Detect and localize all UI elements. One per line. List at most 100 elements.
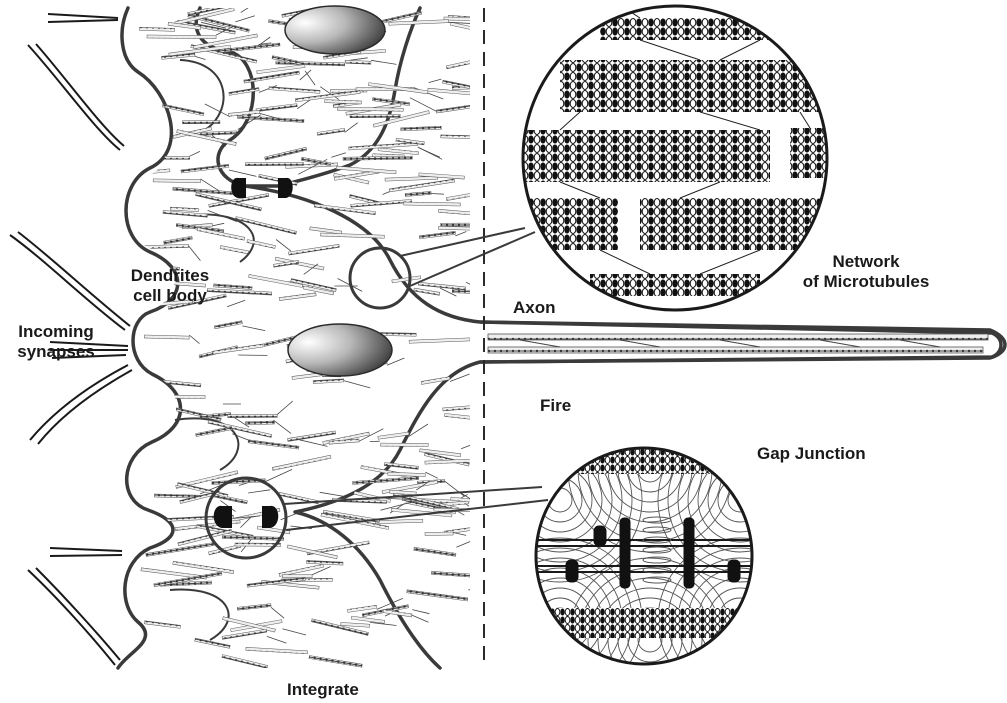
cytoskeleton-segment (288, 431, 336, 442)
cytoskeleton-segment (337, 107, 403, 111)
cytoskeleton-link (267, 636, 287, 643)
cytoskeleton-link (344, 381, 371, 388)
cytoskeleton-segment (196, 193, 262, 211)
cytoskeleton-segment (431, 571, 490, 578)
incoming-synapses-label: Incoming synapses (2, 322, 110, 362)
cytoskeleton-link (195, 56, 206, 59)
cytoskeleton-link (371, 60, 396, 64)
cytoskeleton-segment (351, 199, 412, 207)
cytoskeleton-segment (309, 656, 362, 668)
cytoskeleton-segment (392, 276, 421, 283)
cytoskeleton-link (488, 7, 503, 18)
cytoskeleton-segment (222, 629, 267, 639)
cytoskeleton-link (520, 276, 547, 290)
cytoskeleton-segment (343, 156, 412, 160)
cytoskeleton-segment (163, 210, 208, 217)
axon-label: Axon (513, 298, 556, 318)
microtubule-bundle (590, 274, 760, 296)
cytoskeleton-segment (446, 193, 476, 201)
cytoskeleton-link (511, 528, 527, 532)
cytoskeleton-segment (213, 344, 264, 354)
cytoskeleton-segment (170, 207, 198, 212)
cytoskeleton-segment (164, 236, 193, 244)
cytoskeleton-link (490, 79, 520, 80)
cytoskeleton-segment (405, 191, 431, 196)
dendrites-label-line1: Dendrites (116, 266, 224, 286)
cytoskeleton-segment (421, 377, 450, 385)
cytoskeleton-link (282, 629, 306, 635)
cytoskeleton-link (212, 223, 224, 226)
cytoskeleton-segment (401, 126, 442, 131)
cytoskeleton-link (412, 610, 429, 614)
cytoskeleton-segment (444, 17, 488, 21)
cytoskeleton-link (453, 533, 466, 536)
cytoskeleton-link (271, 607, 284, 618)
cytoskeleton-segment (245, 162, 303, 165)
cytoskeleton-segment (144, 378, 201, 386)
cytoskeleton-segment (153, 179, 200, 183)
cytoskeleton-segment (246, 647, 308, 654)
cytoskeleton-segment (144, 404, 175, 411)
cytoskeleton-segment (183, 121, 220, 124)
cytoskeleton-segment (287, 545, 337, 559)
cytoskeleton-segment (389, 179, 454, 192)
cytoskeleton-link (320, 492, 344, 496)
cytoskeleton-segment (196, 427, 233, 437)
cytoskeleton-segment (214, 321, 242, 329)
cytoskeleton-link (189, 335, 199, 344)
cytoskeleton-segment (353, 477, 419, 485)
axon-microtubule-bundle-2 (488, 347, 983, 353)
cytoskeleton-link (425, 472, 438, 478)
cytoskeleton-link (331, 153, 346, 158)
cytoskeleton-link (205, 104, 230, 117)
cytoskeleton-segment (389, 20, 449, 26)
cytoskeleton-segment (248, 440, 299, 449)
cytoskeleton-segment (373, 111, 429, 128)
cytoskeleton-segment (222, 536, 283, 541)
cytoskeleton-segment (450, 22, 495, 35)
cytoskeleton-link (478, 15, 508, 30)
cytoskeleton-segment (341, 622, 370, 627)
cytoskeleton-segment (414, 288, 440, 295)
cytoskeleton-segment (320, 233, 384, 238)
cytoskeleton-segment (380, 333, 416, 337)
cytoskeleton-segment (313, 379, 344, 384)
cytoskeleton-segment (228, 110, 259, 116)
nucleus-top (285, 6, 385, 54)
nucleus-center (288, 324, 392, 376)
cytoskeleton-segment (385, 176, 438, 181)
cytoskeleton-link (281, 512, 301, 520)
cytoskeleton-segment (419, 231, 455, 239)
cytoskeleton-link (456, 539, 475, 547)
cytoskeleton-segment (173, 561, 234, 573)
microtubule-bundle (520, 130, 770, 182)
cytoskeleton-segment (265, 147, 307, 160)
cytoskeleton-link (241, 1, 259, 13)
cytoskeleton-segment (317, 128, 345, 135)
cytoskeleton-segment (381, 443, 429, 446)
cytoskeleton-segment (165, 395, 205, 398)
dendrites-label-line2: cell body (116, 286, 224, 306)
cytoskeleton-link (189, 246, 201, 261)
cytoskeleton-segment (350, 114, 400, 117)
cytoskeleton-segment (348, 605, 377, 612)
cytoskeleton-segment (247, 240, 276, 249)
network-label: Network of Microtubules (786, 252, 946, 292)
cytoskeleton-link (248, 490, 270, 493)
gj-microtubule-band (536, 448, 756, 474)
cytoskeleton-link (190, 151, 200, 156)
cytoskeleton-segment (289, 244, 340, 255)
cytoskeleton-link (431, 194, 444, 195)
cytoskeleton-link (208, 210, 237, 221)
cytoskeleton-segment (222, 655, 268, 669)
cytoskeleton-segment (446, 53, 507, 69)
cytoskeleton-link (474, 110, 484, 115)
cytoskeleton-link (345, 123, 358, 133)
cytoskeleton-segment (407, 590, 468, 601)
cytoskeleton-link (305, 71, 315, 85)
axon-microtubule-bundle-1 (488, 334, 988, 340)
cytoskeleton-segment (438, 226, 495, 231)
cytoskeleton-segment (441, 135, 485, 139)
cytoskeleton-segment (147, 35, 216, 39)
